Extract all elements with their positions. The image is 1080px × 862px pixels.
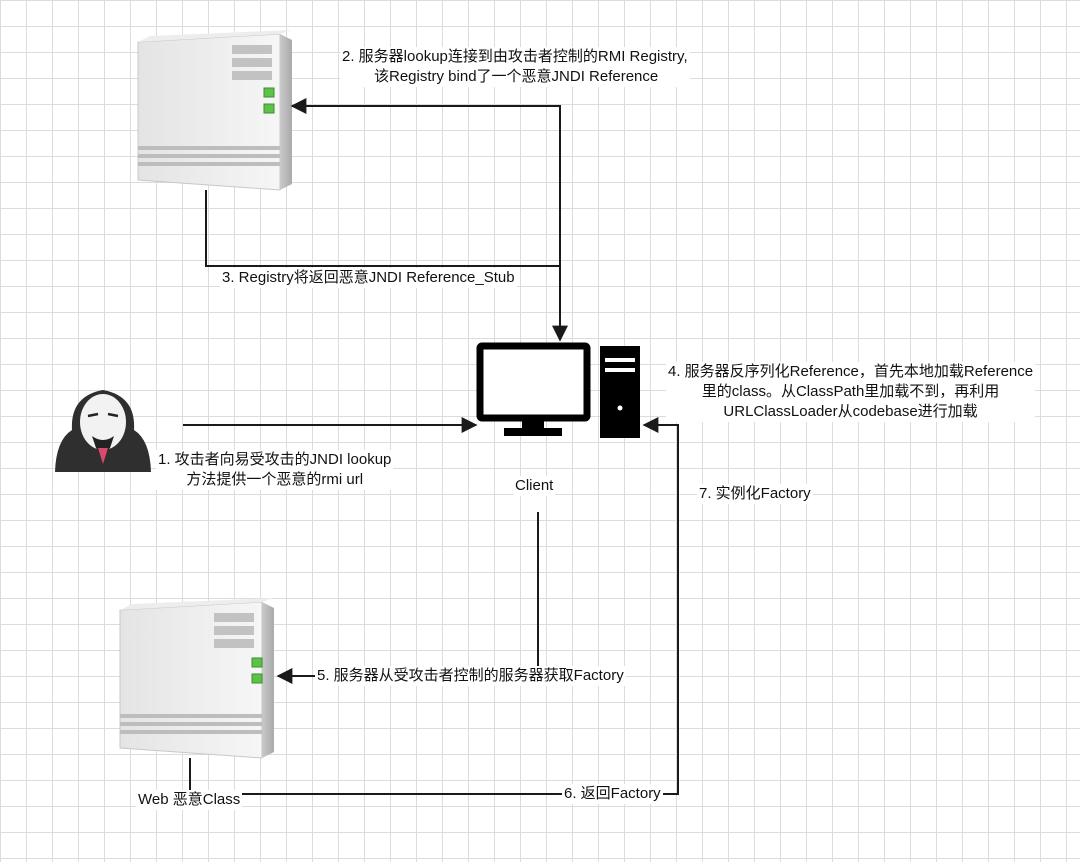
- arrow-step3: [205, 190, 568, 342]
- step4-line2: 里的class。从ClassPath里加载不到，再利用: [701, 383, 1000, 400]
- step4-line3: URLClassLoader从codebase进行加载: [723, 403, 978, 420]
- attacker-icon: [55, 390, 151, 472]
- step3-label: 3. Registry将返回恶意JNDI Reference_Stub: [220, 268, 517, 288]
- step2-label: 2. 服务器lookup连接到由攻击者控制的RMI Registry, 该Reg…: [340, 47, 690, 87]
- step6-label: 6. 返回Factory: [562, 784, 663, 804]
- step4-label: 4. 服务器反序列化Reference，首先本地加载Reference 里的cl…: [666, 362, 1036, 422]
- registry-server-icon: [137, 30, 292, 191]
- step6-text: 6. 返回Factory: [564, 785, 661, 802]
- web-server-label: Web 恶意Class: [136, 790, 243, 810]
- step2-line1: 2. 服务器lookup连接到由攻击者控制的RMI Registry,: [342, 48, 688, 65]
- step3-text: 3. Registry将返回恶意JNDI Reference_Stub: [222, 269, 515, 286]
- step1-line2: 方法提供一个恶意的rmi url: [186, 471, 364, 488]
- arrow-step5: [276, 512, 539, 684]
- step2-line2: 该Registry bind了一个恶意JNDI Reference: [374, 68, 659, 85]
- web-server-text: Web 恶意Class: [138, 791, 241, 808]
- step7-text: 7. 实例化Factory: [699, 485, 811, 502]
- client-tower-icon: [600, 346, 640, 438]
- client-monitor-icon: [476, 342, 591, 436]
- web-server-icon: [119, 598, 274, 759]
- step5-text: 5. 服务器从受攻击者控制的服务器获取Factory: [317, 667, 624, 684]
- arrow-step6-7: [189, 417, 679, 795]
- client-label: Client: [513, 476, 556, 496]
- step5-label: 5. 服务器从受攻击者控制的服务器获取Factory: [315, 666, 626, 686]
- step4-line1: 4. 服务器反序列化Reference，首先本地加载Reference: [668, 363, 1034, 380]
- step1-line1: 1. 攻击者向易受攻击的JNDI lookup: [158, 451, 392, 468]
- arrow-step2: [290, 98, 561, 340]
- step1-label: 1. 攻击者向易受攻击的JNDI lookup 方法提供一个恶意的rmi url: [156, 450, 394, 490]
- step7-label: 7. 实例化Factory: [697, 484, 813, 504]
- client-text: Client: [515, 477, 554, 494]
